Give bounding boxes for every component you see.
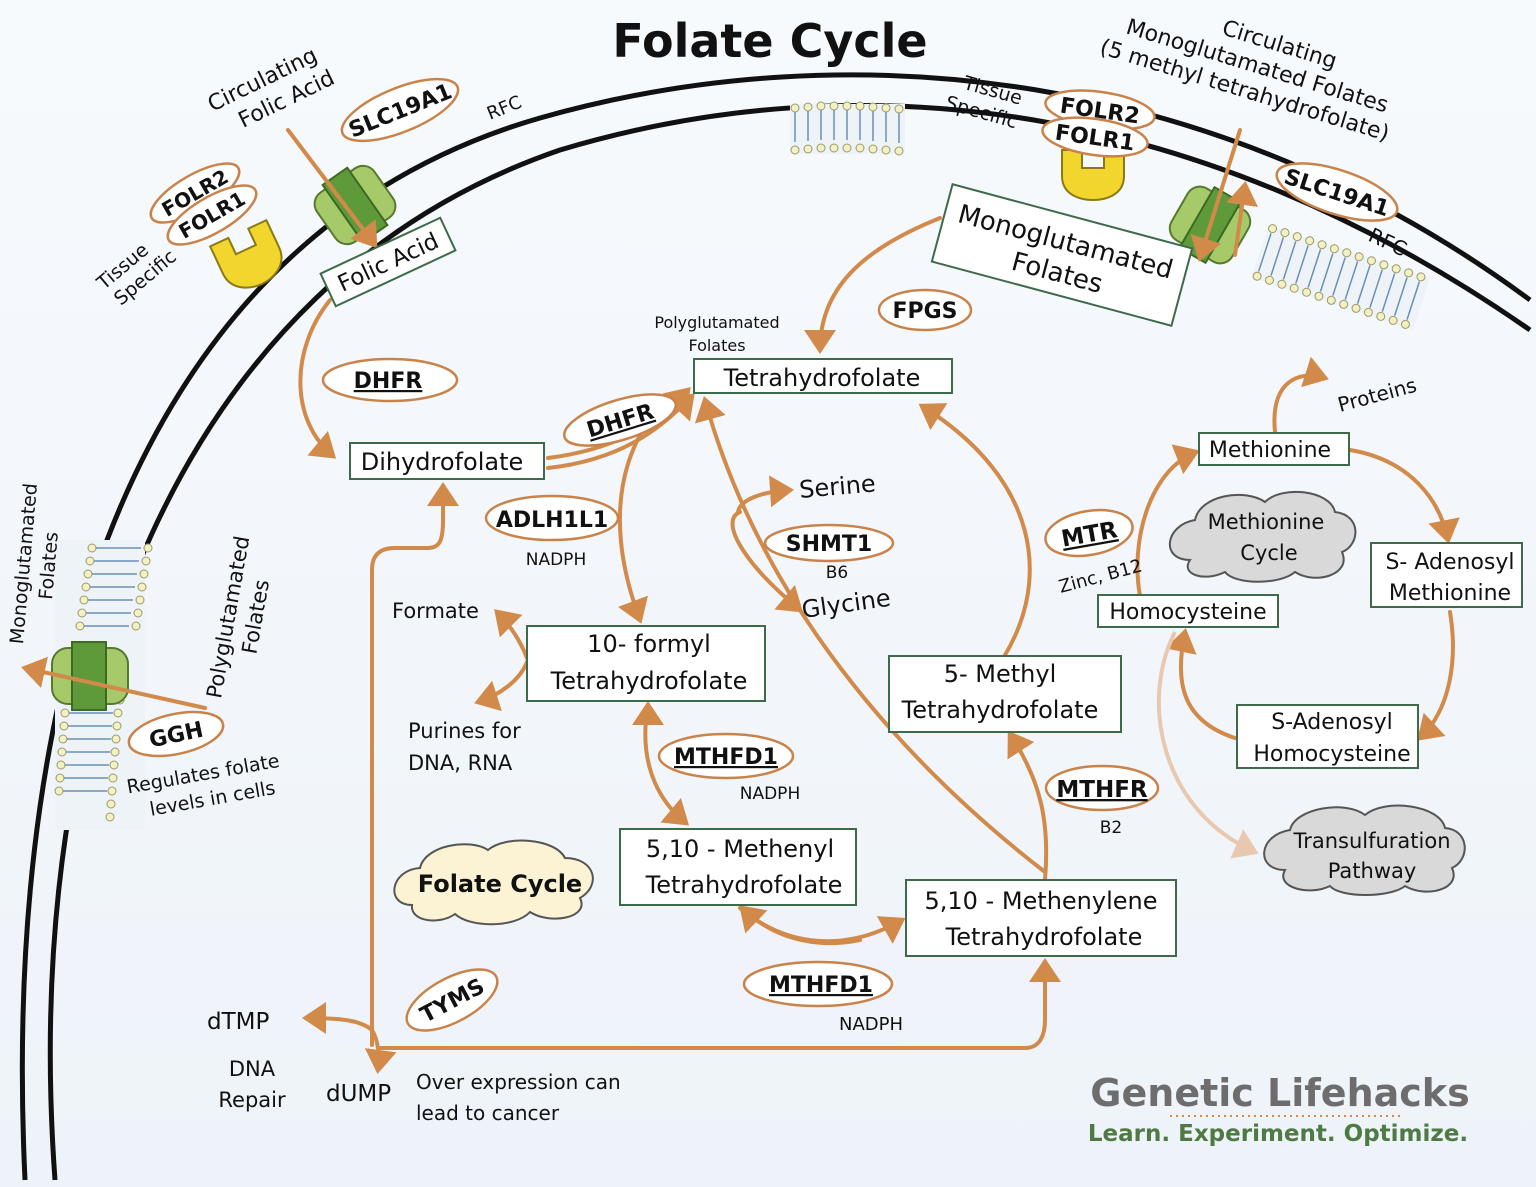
rfc-left-label: RFC [484, 92, 525, 125]
svg-text:SHMT1: SHMT1 [786, 532, 872, 557]
svg-text:MTHFD1: MTHFD1 [769, 973, 873, 998]
svg-text:Tetrahydrofolate: Tetrahydrofolate [723, 364, 921, 392]
poly-left-label: Polyglutamated Folates [202, 534, 274, 700]
svg-text:Pathway: Pathway [1328, 859, 1417, 883]
circulating-folic-acid-label: Circulating Folic Acid [204, 43, 339, 134]
page-title: Folate Cycle [612, 14, 927, 68]
svg-text:Tetrahydrofolate: Tetrahydrofolate [550, 667, 748, 695]
genetic-lifehacks-logo: Genetic Lifehacks Learn. Experiment. Opt… [1088, 1071, 1470, 1147]
arrows [21, 128, 1460, 1074]
slc19a1-right-enzyme: SLC19A1 [1275, 162, 1399, 222]
lipid-bilayer-left [54, 540, 153, 830]
overexpression-note-2: lead to cancer [416, 1101, 560, 1125]
dhf-box: Dihydrofolate [349, 442, 545, 480]
slc19a1-left-enzyme: SLC19A1 [340, 77, 460, 143]
thf-box: Tetrahydrofolate [693, 358, 953, 394]
svg-text:MTHFD1: MTHFD1 [674, 745, 778, 770]
shmt1-enzyme: SHMT1 [763, 523, 895, 563]
nadph-note-2: NADPH [740, 784, 800, 804]
glycine-label: Glycine [800, 584, 892, 624]
svg-text:Transulfuration: Transulfuration [1292, 829, 1450, 853]
formate-label: Formate [392, 599, 479, 623]
svg-text:Methionine: Methionine [1208, 510, 1325, 534]
svg-text:Homocysteine: Homocysteine [1253, 742, 1410, 767]
svg-text:Folate Cycle: Folate Cycle [418, 870, 582, 898]
homocysteine-box: Homocysteine [1097, 594, 1279, 628]
svg-text:ADLH1L1: ADLH1L1 [496, 508, 608, 533]
lipid-bilayer-right [1251, 224, 1431, 331]
dna-repair-label-2: Repair [218, 1088, 286, 1112]
mthfr-enzyme: MTHFR [1044, 764, 1160, 812]
mtr-enzyme: MTR [1044, 508, 1134, 558]
mthfd1-enzyme-b: MTHFD1 [742, 960, 894, 1008]
dump-label: dUMP [326, 1081, 391, 1107]
svg-text:5- Methyl: 5- Methyl [944, 660, 1057, 688]
tissue-specific-left-label: Tissue Specific [92, 239, 181, 310]
svg-text:Tetrahydrofolate: Tetrahydrofolate [901, 696, 1099, 724]
ggh-transporter-icon [51, 641, 129, 711]
svg-text:Dihydrofolate: Dihydrofolate [361, 448, 524, 476]
svg-text:Homocysteine: Homocysteine [1109, 600, 1266, 625]
svg-text:MTHFR: MTHFR [1056, 777, 1148, 803]
svg-text:Monoglutamated: Monoglutamated [6, 482, 42, 645]
proteins-label: Proteins [1335, 373, 1419, 417]
methionine-cycle-cloud: Methionine Cycle [1169, 490, 1357, 583]
svg-text:S- Adenosyl: S- Adenosyl [1385, 550, 1514, 575]
nadph-note-1: NADPH [526, 550, 586, 570]
b2-note: B2 [1100, 818, 1122, 838]
svg-text:Learn. Experiment. Optimize.: Learn. Experiment. Optimize. [1088, 1121, 1468, 1147]
sah-box: S-Adenosyl Homocysteine [1236, 704, 1419, 769]
lipid-bilayer-top [790, 101, 905, 156]
methenyl-thf-box: 5,10 - Methenyl Tetrahydrofolate [619, 828, 857, 906]
tyms-enzyme: TYMS [405, 968, 499, 1032]
dhfr-enzyme-1: DHFR [321, 357, 459, 403]
dna-repair-label: DNA [229, 1057, 276, 1081]
svg-text:DHFR: DHFR [354, 369, 423, 394]
mthfd1-enzyme-a: MTHFD1 [657, 732, 795, 780]
sam-box: S- Adenosyl Methionine [1370, 542, 1523, 608]
purines-label: Purines for [408, 719, 521, 743]
dhfr-enzyme-2: DHFR [562, 393, 678, 447]
svg-text:Methionine: Methionine [1389, 581, 1511, 606]
adlh1l1-enzyme: ADLH1L1 [484, 494, 620, 542]
nadph-note-3: NADPH [839, 1014, 903, 1035]
svg-text:Tetrahydrofolate: Tetrahydrofolate [645, 871, 843, 899]
svg-text:10- formyl: 10- formyl [587, 630, 711, 658]
cell-membrane [19, 72, 1532, 1181]
svg-text:5,10 - Methenyl: 5,10 - Methenyl [646, 835, 834, 863]
ggh-enzyme: GGH [127, 710, 225, 758]
svg-text:Tetrahydrofolate: Tetrahydrofolate [945, 923, 1143, 951]
svg-text:Methionine: Methionine [1209, 438, 1331, 463]
mono-folates-box: Monoglutamated Folates [930, 183, 1194, 327]
b6-note: B6 [826, 563, 848, 583]
folate-cycle-cloud: Folate Cycle [393, 839, 594, 926]
dtmp-label: dTMP [207, 1009, 269, 1035]
svg-text:FPGS: FPGS [892, 299, 957, 324]
svg-text:5,10 - Methenylene: 5,10 - Methenylene [924, 887, 1157, 915]
rfc-right-label: RFC [1365, 223, 1411, 261]
poly-folates-note-2: Folates [688, 336, 745, 355]
ggh-note: Regulates folate levels in cells [125, 750, 281, 821]
folr1-right-enzyme: FOLR1 [1041, 116, 1149, 158]
overexpression-note: Over expression can [416, 1070, 621, 1094]
methyl-thf-box: 5- Methyl Tetrahydrofolate [888, 655, 1122, 733]
svg-text:Cycle: Cycle [1240, 541, 1297, 565]
transsulfuration-cloud: Transulfuration Pathway [1263, 804, 1466, 896]
poly-folates-note: Polyglutamated [654, 313, 779, 332]
zinc-b12-note: Zinc, B12 [1057, 556, 1145, 598]
svg-text:Genetic Lifehacks: Genetic Lifehacks [1090, 1071, 1469, 1115]
purines-label-2: DNA, RNA [408, 751, 513, 775]
methionine-box: Methionine [1198, 432, 1350, 466]
formyl-thf-box: 10- formyl Tetrahydrofolate [526, 625, 766, 702]
folate-receptor-left-icon [208, 218, 283, 289]
methenylene-thf-box: 5,10 - Methenylene Tetrahydrofolate [905, 879, 1177, 957]
fpgs-enzyme: FPGS [877, 288, 973, 332]
svg-text:S-Adenosyl: S-Adenosyl [1271, 710, 1393, 735]
serine-label: Serine [798, 469, 877, 504]
